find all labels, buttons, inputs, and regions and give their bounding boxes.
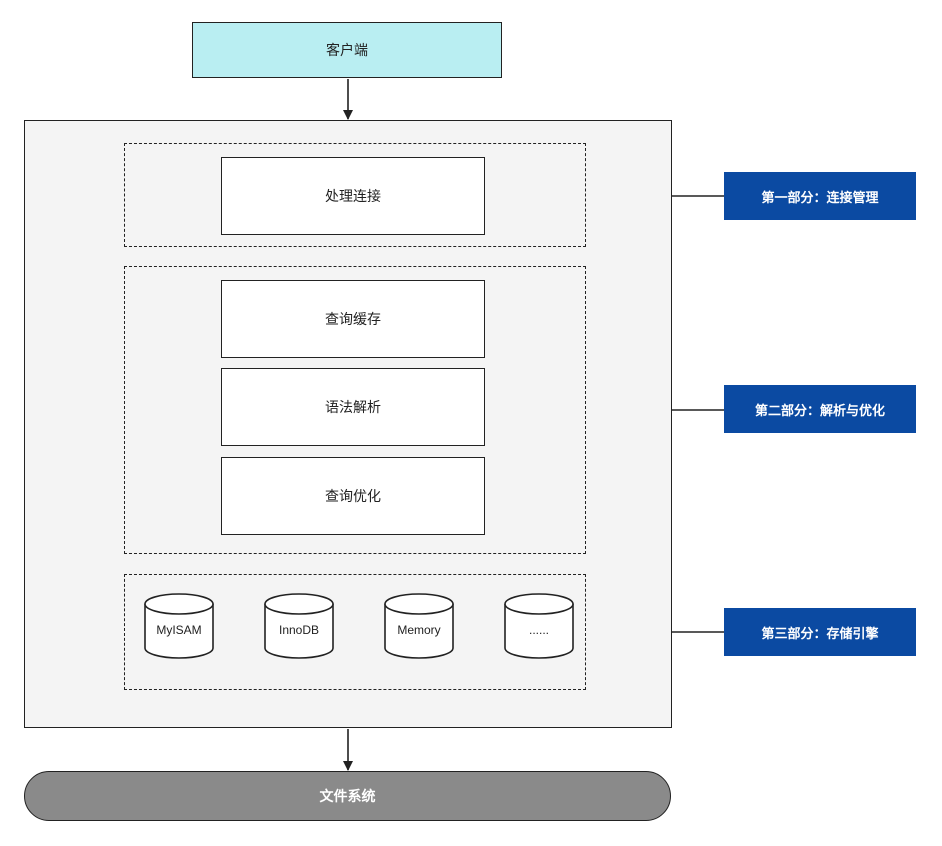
parse-optimize-layer-group [124,266,586,554]
cylinder-icon [264,593,334,659]
part2-label: 第二部分：解析与优化 [724,385,916,433]
query-optimizer-label: 查询优化 [325,489,381,505]
connection-layer-group [124,143,586,247]
engine-memory: Memory [384,593,454,659]
cylinder-icon [384,593,454,659]
part3-label: 第三部分：存储引擎 [724,608,916,656]
engine-innodb-label: InnoDB [278,623,320,637]
engine-myisam: MyISAM [144,593,214,659]
cylinder-icon [144,593,214,659]
filesystem-label: 文件系统 [319,789,376,805]
client-box: 客户端 [192,22,502,78]
filesystem-box: 文件系统 [24,771,671,821]
engine-more: ...... [504,593,574,659]
query-optimizer-box: 查询优化 [221,457,485,535]
storage-engine-layer-group [124,574,586,690]
client-label: 客户端 [326,43,368,59]
connection-handler-label: 处理连接 [325,189,381,205]
part2-label-text: 第二部分：解析与优化 [754,403,885,419]
part1-label-text: 第一部分：连接管理 [761,190,879,206]
syntax-parser-box: 语法解析 [221,368,485,446]
engine-innodb: InnoDB [264,593,334,659]
query-cache-label: 查询缓存 [325,312,381,328]
cylinder-icon [504,593,574,659]
engine-memory-label: Memory [397,623,441,637]
engine-myisam-label: MyISAM [156,623,202,637]
syntax-parser-label: 语法解析 [325,400,381,416]
connection-handler-box: 处理连接 [221,157,485,235]
engine-more-label: ...... [528,623,549,637]
part1-label: 第一部分：连接管理 [724,172,916,220]
query-cache-box: 查询缓存 [221,280,485,358]
part3-label-text: 第三部分：存储引擎 [761,626,879,642]
